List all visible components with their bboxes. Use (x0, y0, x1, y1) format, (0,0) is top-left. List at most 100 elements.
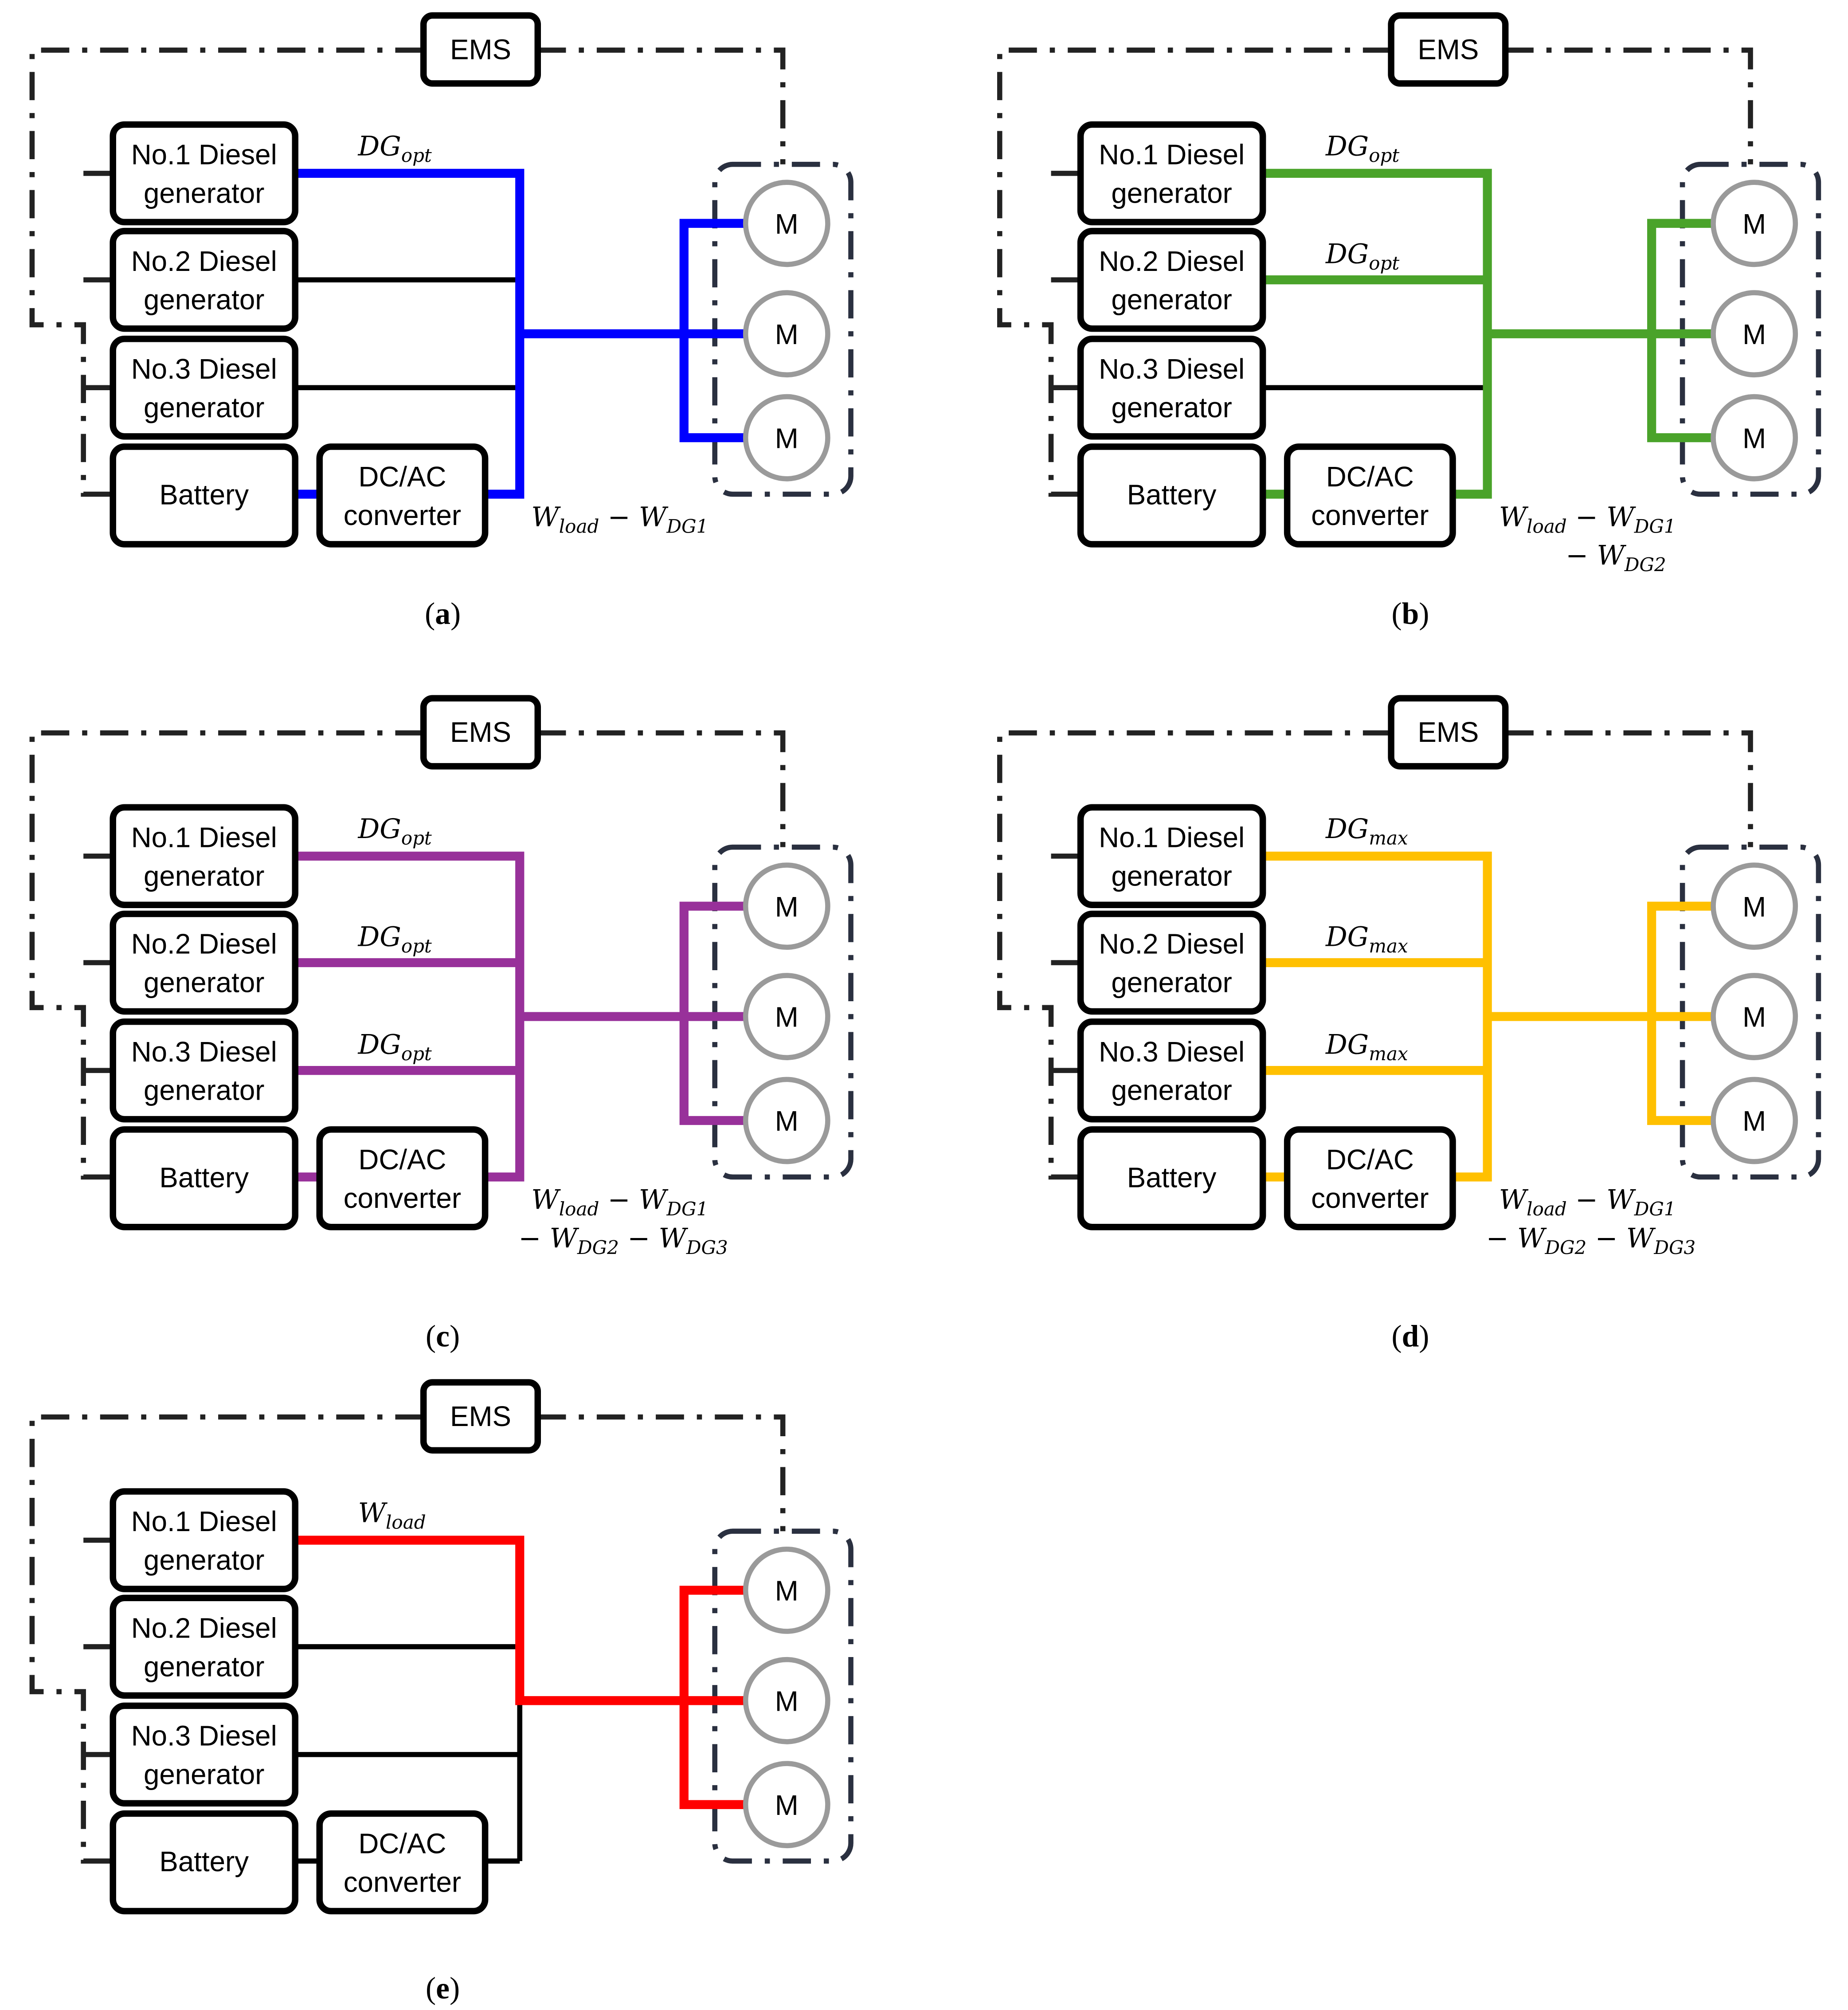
battery-power-label-line2: − WDG2​ − WDG3​ (518, 1223, 728, 1258)
battery-box (110, 1810, 298, 1915)
caption-b: (b) (1392, 597, 1429, 631)
battery-power-label-line2: − WDG2​ − WDG3​ (1486, 1223, 1695, 1258)
dg1-label-line1: No.1 Diesel (131, 822, 277, 853)
ems-label: EMS (1417, 34, 1479, 65)
dg1-box (110, 804, 298, 908)
motor-1 (743, 1546, 830, 1634)
caption-d: (d) (1392, 1319, 1429, 1353)
battery-power-label-line1: Wload​ − WDG1​ (1499, 1185, 1676, 1220)
dg2-power-label: DGopt​ (358, 921, 432, 956)
dg3-box (110, 336, 298, 440)
dg2-power-label: DGmax​ (1325, 921, 1408, 956)
dg3-power-label: DGopt​ (358, 1029, 432, 1064)
motor-1 (1711, 180, 1798, 267)
battery-label: Battery (1127, 479, 1217, 511)
dg1-power-label: DGmax​ (1325, 814, 1408, 849)
motor-2 (743, 973, 830, 1060)
converter-label-line2: converter (344, 1183, 461, 1214)
ems-control-line-left (29, 1414, 424, 1864)
battery-label: Battery (159, 1162, 249, 1194)
converter-box (1284, 443, 1456, 548)
dg2-power-label: DGopt​ (1325, 239, 1399, 274)
ems-control-line-right (537, 730, 786, 847)
dg3-box (110, 1702, 298, 1807)
dg3-label-line2: generator (144, 392, 265, 423)
motor-label-1: M (1742, 891, 1766, 923)
caption-c: (c) (426, 1319, 460, 1353)
dg1-label-line2: generator (144, 177, 265, 209)
dg1-label-line1: No.1 Diesel (131, 1506, 277, 1537)
motor-2 (743, 1657, 830, 1744)
active-power-path (290, 851, 749, 1182)
dg2-label-line1: No.2 Diesel (1099, 929, 1245, 960)
converter-label-line2: converter (1311, 1183, 1429, 1214)
ems-control-line-left (29, 730, 424, 1180)
ems-control-line-right (1505, 47, 1753, 165)
dg1-label-line2: generator (1111, 860, 1232, 892)
ems-control-line-right (537, 47, 786, 165)
battery-label: Battery (159, 479, 249, 511)
motor-2 (1711, 973, 1798, 1060)
converter-box (316, 1810, 489, 1915)
dg2-box (110, 1595, 298, 1699)
motor-label-3: M (775, 423, 799, 454)
motor-label-2: M (1742, 319, 1766, 350)
battery-box (110, 443, 298, 548)
battery-label: Battery (1127, 1162, 1217, 1194)
ems-control-taps (83, 1537, 113, 1757)
motor-label-3: M (775, 1790, 799, 1821)
motor-label-2: M (775, 1002, 799, 1033)
motor-2 (743, 290, 830, 378)
active-power-path (290, 1536, 749, 1809)
ems-control-line-left (997, 730, 1391, 1180)
dg2-box (1077, 910, 1266, 1015)
motor-label-3: M (1742, 423, 1766, 454)
ems-box (1388, 695, 1509, 770)
motor-1 (1711, 862, 1798, 950)
dg1-power-label: DGopt​ (1325, 131, 1399, 166)
converter-box (1284, 1126, 1456, 1230)
ems-box (420, 1379, 541, 1454)
dg1-box (110, 121, 298, 226)
ems-box (420, 695, 541, 770)
converter-label-line1: DC/AC (1326, 1144, 1414, 1175)
ems-label: EMS (1417, 717, 1479, 748)
motor-label-1: M (775, 208, 799, 240)
dg2-label-line2: generator (1111, 284, 1232, 316)
dg3-label-line1: No.3 Diesel (131, 1720, 277, 1752)
active-power-path (1258, 851, 1717, 1182)
battery-power-label-line1: Wload​ − WDG1​ (531, 1185, 708, 1220)
dg3-box (1077, 1018, 1266, 1123)
dg3-label-line1: No.3 Diesel (1099, 353, 1245, 385)
dg1-label-line1: No.1 Diesel (1099, 822, 1245, 853)
caption-a: (a) (425, 597, 461, 631)
dg1-label-line2: generator (1111, 177, 1232, 209)
motor-3 (743, 1077, 830, 1164)
dg3-label-line2: generator (1111, 1075, 1232, 1106)
ems-control-line-right (1505, 730, 1753, 847)
converter-label-line1: DC/AC (358, 461, 446, 493)
motor-3 (1711, 394, 1798, 482)
ems-control-taps (1051, 853, 1081, 1073)
dg3-box (110, 1018, 298, 1123)
dg1-power-label: DGopt​ (358, 814, 432, 849)
motor-3 (743, 394, 830, 482)
motor-3 (1711, 1077, 1798, 1164)
dg2-label-line1: No.2 Diesel (131, 929, 277, 960)
dg2-label-line1: No.2 Diesel (131, 246, 277, 277)
motor-1 (743, 862, 830, 950)
motor-3 (743, 1761, 830, 1849)
converter-box (316, 443, 489, 548)
ems-control-taps (83, 853, 113, 1073)
battery-power-label-line1: Wload​ − WDG1​ (1499, 502, 1676, 537)
motor-label-2: M (1742, 1002, 1766, 1033)
dg1-box (110, 1488, 298, 1592)
converter-label-line1: DC/AC (358, 1144, 446, 1175)
dg3-label-line1: No.3 Diesel (1099, 1036, 1245, 1068)
dg3-label-line1: No.3 Diesel (131, 353, 277, 385)
dg2-label-line2: generator (144, 1651, 265, 1682)
ems-control-line-left (29, 47, 424, 497)
